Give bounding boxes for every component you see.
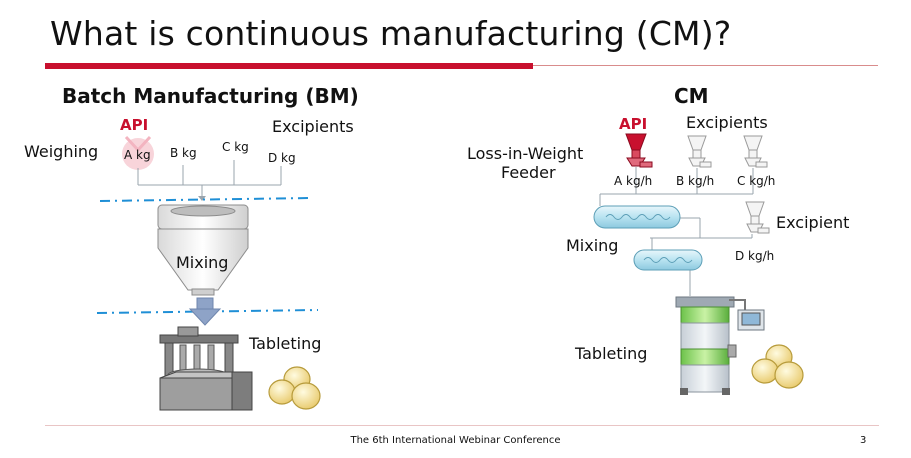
cm-feeder-api bbox=[625, 133, 653, 168]
cm-mixer-2 bbox=[633, 249, 703, 271]
slide-title: What is continuous manufacturing (CM)? bbox=[50, 14, 732, 53]
bm-weighing-label: Weighing bbox=[24, 142, 99, 161]
cm-flow-lines bbox=[599, 167, 754, 296]
bm-mixer-hopper bbox=[157, 204, 249, 296]
cm-tableting-label: Tableting bbox=[575, 344, 648, 363]
cm-heading: CM bbox=[674, 84, 709, 108]
bm-amount-c: C kg bbox=[222, 140, 249, 154]
bm-amount-d: D kg bbox=[268, 151, 296, 165]
cm-tablets bbox=[751, 344, 804, 389]
bm-heading: Batch Manufacturing (BM) bbox=[62, 84, 359, 108]
cm-rate-b: B kg/h bbox=[676, 174, 715, 188]
bm-divider-top bbox=[99, 197, 313, 202]
cm-excipient-rate: D kg/h bbox=[735, 249, 775, 263]
cm-feeder-label-line2: Feeder bbox=[501, 163, 556, 182]
cm-excipient-label: Excipient bbox=[776, 213, 850, 232]
page-number: 3 bbox=[860, 435, 867, 446]
bm-tablets bbox=[268, 366, 321, 410]
footer-divider bbox=[45, 425, 879, 426]
cm-tablet-press bbox=[675, 296, 765, 395]
bm-flow-arrow bbox=[188, 297, 222, 326]
cm-rate-c: C kg/h bbox=[737, 174, 776, 188]
bm-tableting-label: Tableting bbox=[249, 334, 322, 353]
cm-mixer-1 bbox=[593, 205, 681, 229]
cm-feeder-d bbox=[745, 201, 770, 234]
footer-text: The 6th International Webinar Conference bbox=[350, 435, 561, 446]
bm-amount-a: A kg bbox=[124, 148, 151, 162]
cm-api-label: API bbox=[619, 115, 648, 133]
bm-api-label: API bbox=[120, 116, 149, 134]
cm-feeder-c bbox=[743, 135, 768, 168]
title-underline-thin bbox=[533, 65, 878, 66]
bm-amount-b: B kg bbox=[170, 146, 197, 160]
bm-api-weigh-mark bbox=[122, 135, 154, 170]
cm-excipients-label: Excipients bbox=[686, 113, 768, 132]
cm-feeder-label-line1: Loss-in-Weight bbox=[467, 144, 584, 163]
bm-excipients-label: Excipients bbox=[272, 117, 354, 136]
bm-collection-lines bbox=[137, 160, 282, 201]
title-underline-accent bbox=[45, 63, 533, 69]
bm-mixing-label: Mixing bbox=[176, 253, 229, 272]
cm-rate-a: A kg/h bbox=[614, 174, 653, 188]
cm-feeder-b bbox=[687, 135, 712, 168]
bm-tablet-press bbox=[159, 326, 253, 411]
cm-mixing-label: Mixing bbox=[566, 236, 619, 255]
